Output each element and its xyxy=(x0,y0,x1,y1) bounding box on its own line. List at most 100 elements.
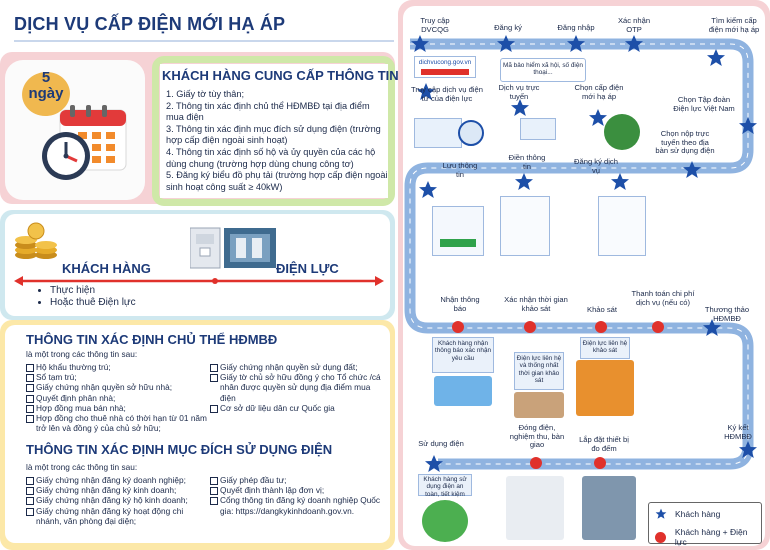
star-marker xyxy=(419,181,437,198)
star-marker xyxy=(625,35,643,52)
customer-action-item: Thực hiện xyxy=(50,285,136,297)
step-label: Khảo sát xyxy=(587,305,617,314)
step-label: Đăng nhập xyxy=(557,23,595,32)
step-label: Xác nhận thời gian khảo sát xyxy=(504,295,568,313)
purpose-info-left-list: Giấy chứng nhận đăng ký doanh nghiệp; Gi… xyxy=(26,475,208,526)
provide-info-item: 3. Thông tin xác định mục đích sử dụng đ… xyxy=(166,123,381,146)
confirm-note: Điện lực liên hệ và thống nhất thời gian… xyxy=(516,355,562,385)
star-marker xyxy=(515,173,533,190)
star-marker xyxy=(511,99,529,116)
step-label: Đăng ký xyxy=(494,23,522,32)
duration-text: 5 ngày xyxy=(22,70,70,102)
provide-info-item: 2. Thông tin xác định chủ thể HĐMBĐ tại … xyxy=(166,100,370,123)
calendar-clock-icon xyxy=(42,105,127,180)
step-label: Ký kết HĐMBĐ xyxy=(724,423,752,441)
star-marker xyxy=(497,35,515,52)
purpose-doc-item: Quyết định thành lập đơn vị; xyxy=(210,485,382,496)
website-thumbnail: dichvucong.gov.vn xyxy=(414,56,476,78)
star-marker xyxy=(739,441,757,458)
online-service-thumbnail xyxy=(520,118,556,140)
notify-image xyxy=(434,376,492,406)
star-marker xyxy=(707,49,725,66)
step-label: Tìm kiếm cấp điện mới hạ áp xyxy=(708,16,760,34)
star-marker xyxy=(417,83,435,100)
purpose-doc-item: Giấy chứng nhận đăng ký hộ kinh doanh; xyxy=(26,495,208,506)
provide-info-item: 5. Đăng ký biểu đồ phụ tải (trường hợp c… xyxy=(166,170,388,192)
step-label: Đóng điện, nghiệm thu, bàn giao xyxy=(509,423,565,450)
step-label: Lưu thông tin xyxy=(442,161,478,179)
info-panel-border xyxy=(152,56,395,206)
purpose-doc-item: Giấy chứng nhận đăng ký doanh nghiệp; xyxy=(26,475,208,486)
step-label: Điền thông tin xyxy=(508,153,546,171)
portal-thumbnail xyxy=(414,118,462,148)
switch-handover-image xyxy=(506,476,564,540)
owner-info-right-list: Giấy chứng nhận quyền sử dụng đất; Giấy … xyxy=(210,362,382,414)
step-label: Sử dụng điện xyxy=(418,439,464,448)
flow-panel-body xyxy=(403,6,765,546)
website-text: dichvucong.gov.vn xyxy=(418,59,472,66)
step-label: Nhận thông báo xyxy=(440,295,480,313)
legend-both-label: Khách hàng + Điện lực xyxy=(674,527,748,547)
confirm-note-box: Điện lực liên hệ và thống nhất thời gian… xyxy=(514,352,564,390)
step-label: Thanh toán chi phí dịch vụ (nếu có) xyxy=(631,289,695,307)
owner-doc-item: Giấy tờ chủ sở hữu đồng ý cho Tổ chức /c… xyxy=(210,372,382,403)
phone-call-image xyxy=(514,392,564,418)
star-marker xyxy=(589,109,607,126)
green-earth-icon xyxy=(422,500,468,542)
legend-item-customer: Khách hàng xyxy=(655,508,720,520)
owner-info-sub: là một trong các thông tin sau: xyxy=(26,349,138,359)
star-marker xyxy=(567,35,585,52)
star-marker xyxy=(425,455,443,472)
dot-marker xyxy=(594,457,606,469)
save-button-image xyxy=(440,239,476,247)
duration-unit: ngày xyxy=(28,85,64,102)
website-banner xyxy=(421,69,469,76)
step-label: Dịch vụ trực tuyến xyxy=(498,83,540,101)
purpose-info-heading: THÔNG TIN XÁC ĐỊNH MỤC ĐÍCH SỬ DỤNG ĐIỆN xyxy=(26,442,333,457)
provide-info-item: 4. Thông tin xác định số hộ và ủy quyền … xyxy=(166,146,376,169)
star-marker xyxy=(683,161,701,178)
notify-note-box: Khách hàng nhận thông báo xác nhận yêu c… xyxy=(432,337,494,373)
process-road xyxy=(404,38,754,470)
star-marker xyxy=(411,35,429,52)
vietnam-map-icon xyxy=(604,114,640,150)
fill-info-thumbnail xyxy=(500,196,550,256)
owner-doc-item: Hợp đồng mua bán nhà; xyxy=(26,403,208,414)
title-underline xyxy=(14,40,394,42)
owner-info-heading: THÔNG TIN XÁC ĐỊNH CHỦ THỂ HĐMBĐ xyxy=(26,332,278,347)
register-service-thumbnail xyxy=(598,196,646,256)
customer-label: KHÁCH HÀNG xyxy=(62,261,151,276)
step-label: Chọn nộp trực tuyến theo địa bàn sử dụng… xyxy=(655,129,715,156)
purpose-info-right-list: Giấy phép đầu tư; Quyết định thành lập đ… xyxy=(210,475,382,516)
dot-marker xyxy=(652,321,664,333)
customer-action-item: Hoặc thuê Điện lực xyxy=(50,297,136,309)
use-note-box: Khách hàng sử dụng điện an toàn, tiết ki… xyxy=(418,474,472,498)
legend-item-both: Khách hàng + Điện lực xyxy=(655,527,761,547)
owner-doc-item: Giấy chứng nhận quyền sở hữu nhà; xyxy=(26,382,208,393)
register-note-box: Mã bảo hiểm xã hội, số điện thoại... xyxy=(500,58,586,82)
save-info-thumbnail xyxy=(432,206,484,256)
owner-doc-item: Hộ khẩu thường trú; xyxy=(26,362,208,373)
register-note: Mã bảo hiểm xã hội, số điện thoại... xyxy=(503,62,583,77)
docs-panel-body xyxy=(5,325,390,543)
legend-dot-icon xyxy=(655,531,666,543)
purpose-doc-item: Giấy chứng nhận đăng ký kinh doanh; xyxy=(26,485,208,496)
dot-marker xyxy=(452,321,464,333)
survey-note-box: Điện lực liên hệ khảo sát xyxy=(580,337,630,359)
page-title: DỊCH VỤ CẤP ĐIỆN MỚI HẠ ÁP xyxy=(14,14,286,34)
step-label: Xác nhận OTP xyxy=(617,16,651,34)
www-icon xyxy=(458,120,484,146)
step-label: Đăng ký dịch vụ xyxy=(574,157,618,175)
info-panel-body xyxy=(160,64,388,198)
electric-meter-image xyxy=(190,227,276,269)
owner-doc-item: Hợp đồng cho thuê nhà có thời hạn từ 01 … xyxy=(26,413,208,433)
duration-number: 5 xyxy=(41,69,51,86)
dot-marker xyxy=(530,457,542,469)
step-label: Thương thảo HĐMBĐ xyxy=(704,305,750,323)
meter-installation-image xyxy=(582,476,636,540)
dot-marker xyxy=(595,321,607,333)
star-marker xyxy=(703,319,721,336)
owner-doc-item: Sổ tạm trú; xyxy=(26,372,208,383)
star-marker xyxy=(739,117,757,134)
legend: Khách hàng Khách hàng + Điện lực xyxy=(648,502,762,547)
